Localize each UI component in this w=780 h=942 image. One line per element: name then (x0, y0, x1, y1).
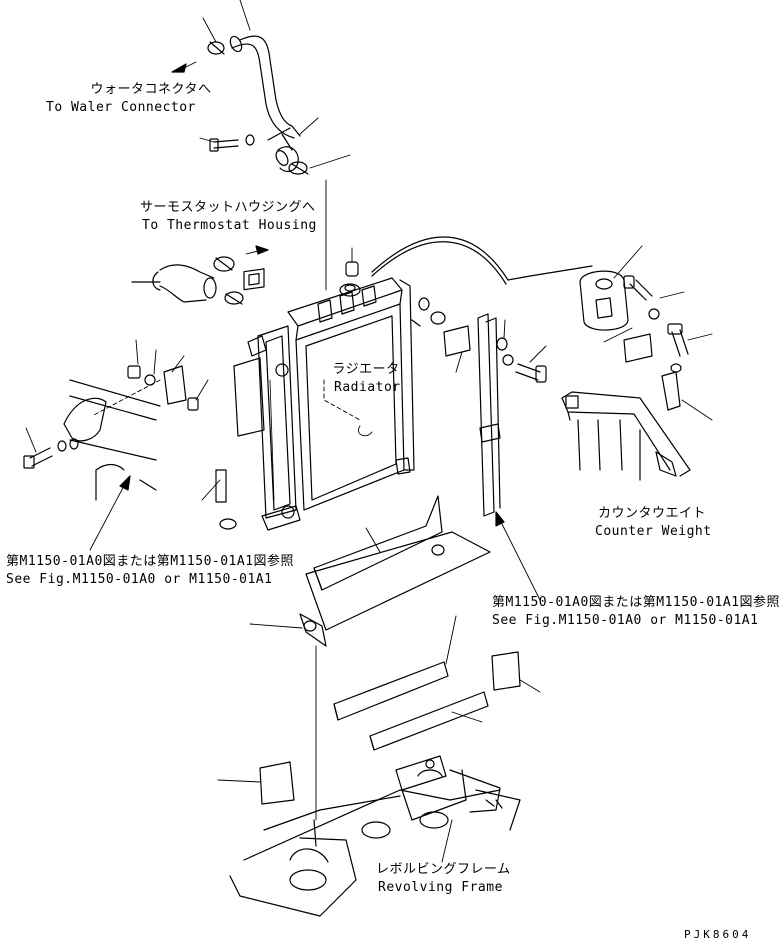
side-cover-plate (202, 358, 264, 529)
label-ref-right-jp: 第M1150-01A0図または第M1150-01A1図参照 (492, 595, 780, 610)
counter-weight (562, 392, 690, 480)
label-revolving-frame-jp: レボルビングフレーム (376, 862, 511, 877)
arrow-ref-right (496, 512, 504, 526)
label-thermostat-en: To Thermostat Housing (142, 218, 317, 233)
label-thermostat-jp: サーモスタットハウジングへ (140, 200, 316, 215)
cover-plate-upper (314, 496, 442, 590)
leader-ref-left (90, 482, 126, 550)
drawing-code: PJK8604 (684, 928, 752, 941)
frame-corner-left (64, 380, 160, 500)
arrow-to-thermostat (256, 246, 268, 254)
label-revolving-frame-en: Revolving Frame (378, 880, 503, 895)
leader-ref-right (500, 520, 540, 600)
spacer-plates (334, 616, 488, 750)
bolt-left (24, 428, 78, 468)
radiator-stay (444, 314, 546, 516)
hose-clamp-upper (208, 42, 308, 174)
radiator (248, 278, 414, 530)
hose-clamp-lower (214, 250, 262, 304)
arrow-to-water-connector (172, 64, 186, 72)
upper-hose (228, 35, 300, 172)
lower-hose (132, 265, 216, 302)
left-bracket-parts (92, 340, 208, 416)
floor-plate (250, 532, 490, 646)
label-ref-left-jp: 第M1150-01A0図または第M1150-01A1図参照 (6, 554, 295, 569)
label-counterweight-en: Counter Weight (595, 524, 712, 539)
label-water-connector-jp: ウォータコネクタへ (90, 82, 212, 97)
radiator-mount-parts (346, 248, 445, 326)
leader-lines-upper (180, 0, 350, 290)
revolving-frame (230, 646, 520, 916)
arrow-ref-left (120, 476, 130, 490)
overflow-tube (372, 237, 592, 280)
reserve-tank (580, 246, 712, 420)
gasket (244, 269, 264, 290)
label-water-connector-en: To Waler Connector (46, 100, 196, 115)
label-radiator-jp: ラジエータ (332, 362, 400, 377)
label-radiator-en: Radiator (334, 380, 401, 395)
label-counterweight-jp: カウンタウエイト (597, 506, 706, 521)
label-ref-right-en: See Fig.M1150-01A0 or M1150-01A1 (492, 613, 759, 628)
bolt-and-washer-upper (210, 128, 290, 151)
label-ref-left-en: See Fig.M1150-01A0 or M1150-01A1 (6, 572, 273, 587)
rubber-pad (218, 652, 540, 804)
